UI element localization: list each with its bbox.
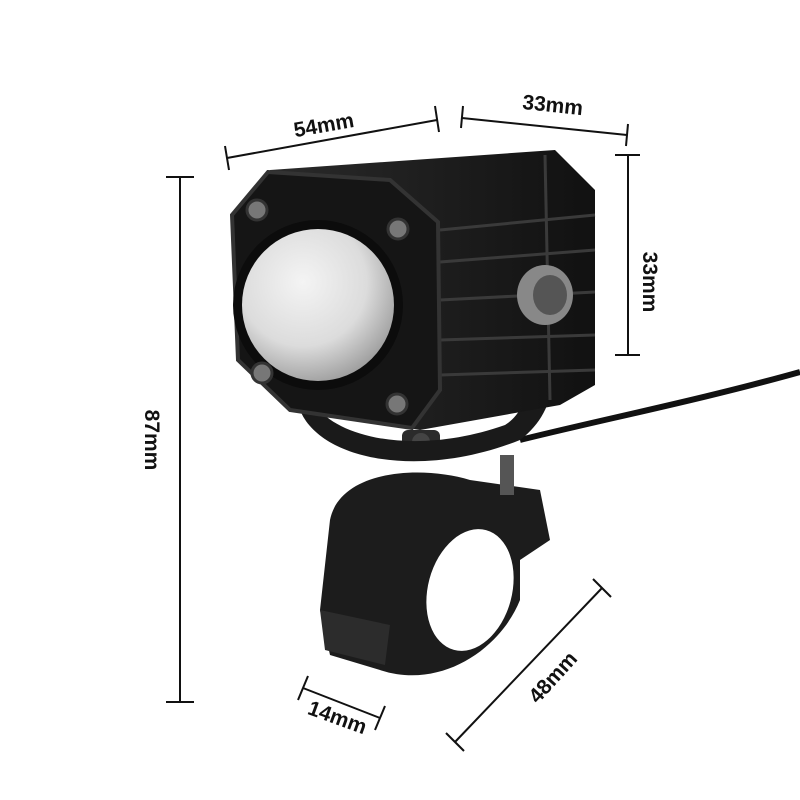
screw-icon: [385, 392, 409, 416]
head-height-label: 33mm: [638, 252, 661, 313]
clamp-width-label: 14mm: [305, 697, 370, 739]
clamp-diameter-label: 48mm: [524, 647, 582, 708]
screw-icon: [250, 361, 274, 385]
depth-label: 33mm: [521, 91, 584, 120]
light-housing: [229, 150, 596, 431]
dimension-lines: [166, 105, 640, 752]
handlebar-clamp: [320, 430, 550, 676]
power-cable: [519, 369, 800, 443]
total-height-label: 87mm: [140, 410, 163, 471]
screw-icon: [386, 217, 410, 241]
screw-icon: [245, 198, 269, 222]
